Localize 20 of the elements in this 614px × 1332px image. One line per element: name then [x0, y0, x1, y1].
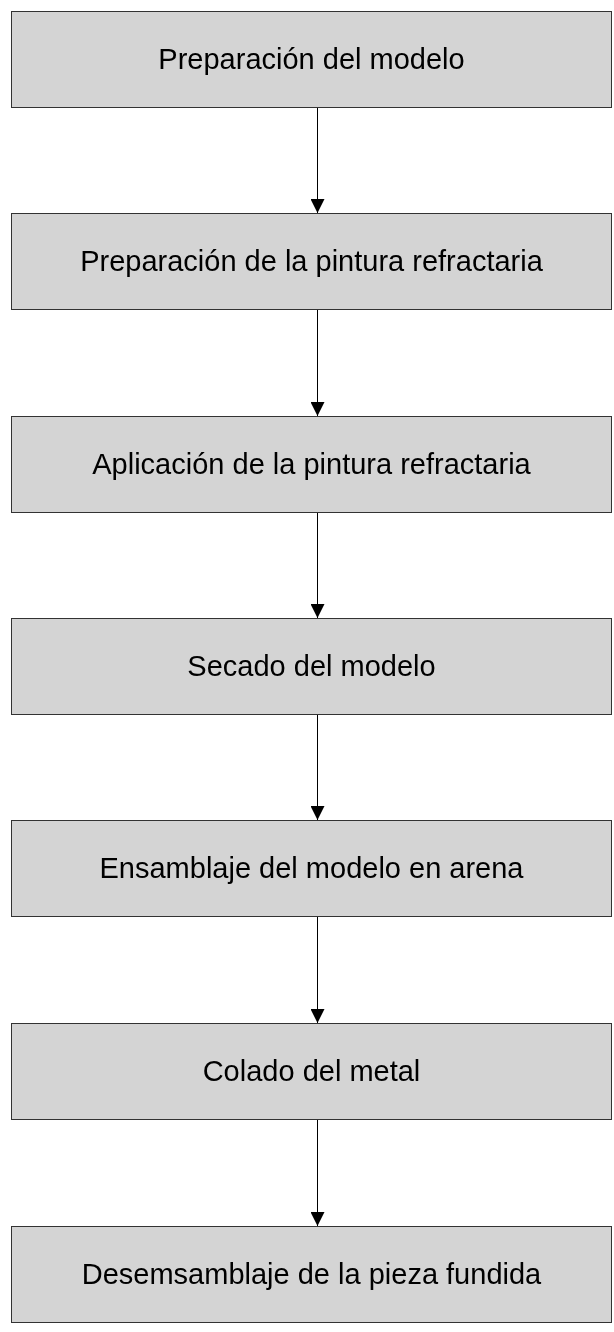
step-label: Ensamblaje del modelo en arena — [99, 851, 524, 886]
process-box — [11, 820, 612, 917]
step-label: Colado del metal — [202, 1054, 421, 1089]
step-label: Aplicación de la pintura refractaria — [92, 447, 531, 482]
arrow — [310, 512, 325, 619]
arrow — [310, 107, 325, 214]
process-box — [11, 1226, 612, 1323]
step-label: Preparación del modelo — [158, 42, 465, 77]
step-label: Desemsamblaje de la pieza fundida — [81, 1257, 542, 1292]
arrow — [310, 309, 325, 417]
arrow — [310, 714, 325, 821]
process-box — [11, 11, 612, 108]
process-box — [11, 1023, 612, 1120]
process-box — [11, 618, 612, 715]
step-label: Preparación de la pintura refractaria — [80, 244, 543, 279]
step-label: Secado del modelo — [187, 649, 436, 684]
arrow — [310, 916, 325, 1024]
process-box — [11, 213, 612, 310]
arrow — [310, 1119, 325, 1227]
process-box — [11, 416, 612, 513]
